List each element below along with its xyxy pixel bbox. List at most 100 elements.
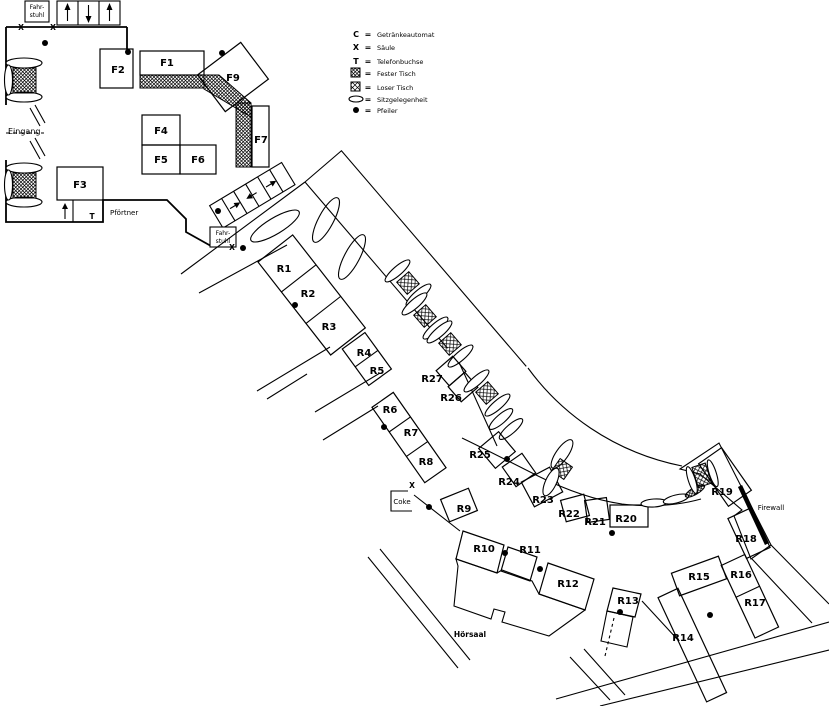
down-arrow-icon xyxy=(85,5,92,23)
rooms-r6-r8 xyxy=(371,391,447,484)
table-group xyxy=(542,439,574,497)
pillar-dot xyxy=(292,302,298,308)
equals-sign: = xyxy=(365,95,372,104)
equals-sign: = xyxy=(365,43,372,52)
room-label-r20: R20 xyxy=(615,514,637,525)
room-label-r12: R12 xyxy=(557,579,579,590)
loose-table xyxy=(475,381,499,405)
rooms-r4-r9: R4 R5 R6 R7 R8 X Coke R9 xyxy=(256,331,479,532)
staircase-top xyxy=(56,0,121,26)
room-f6 xyxy=(179,144,217,175)
firewall-wall xyxy=(737,485,770,545)
f-rooms: F2 F1 F9 F7 F4 F5 F6 F3 T Pförtner xyxy=(56,41,270,222)
wall-line xyxy=(555,621,829,706)
corridor-wall xyxy=(256,346,381,441)
corridor-upper: Fahr- stuhl X xyxy=(180,161,367,294)
pillar-dot xyxy=(240,245,246,251)
bench-oval xyxy=(250,209,300,243)
elevator-top-label-line1: Fahr- xyxy=(30,4,45,11)
room-label-r25: R25 xyxy=(469,450,491,461)
loose-table xyxy=(413,304,437,328)
seat-oval xyxy=(426,320,453,344)
room-r14 xyxy=(657,587,728,703)
room-label-r9: R9 xyxy=(457,504,472,515)
pillar-dot xyxy=(502,550,508,556)
seat-oval xyxy=(498,418,524,440)
seat-oval xyxy=(706,459,719,488)
table-group xyxy=(426,320,474,368)
seat-oval xyxy=(384,259,411,283)
legend-label: Fester Tisch xyxy=(377,70,416,78)
pillar-symbol xyxy=(353,107,359,113)
room-label-r6: R6 xyxy=(383,405,398,416)
pillar-dot xyxy=(42,40,48,46)
rooms-r14-r17: R15 R16 R17 R14 xyxy=(657,553,780,703)
up-arrow-icon xyxy=(64,3,71,21)
seat-oval xyxy=(484,393,511,417)
room-label-r23: R23 xyxy=(532,495,554,506)
pillar-dot xyxy=(426,504,432,510)
room-label-r18: R18 xyxy=(735,534,757,545)
central-seating-band: R27 R26 xyxy=(304,149,683,467)
up-arrow-icon xyxy=(106,3,113,21)
room-f3 xyxy=(56,166,104,201)
rooms-r4-r5 xyxy=(341,331,393,387)
pillar-dot xyxy=(537,566,543,572)
wall-line xyxy=(641,600,679,641)
seat-oval xyxy=(550,439,574,469)
room-label-r17: R17 xyxy=(744,598,766,609)
coke-label: Coke xyxy=(393,498,410,506)
wall-line xyxy=(751,544,829,624)
seat-oval xyxy=(463,369,490,393)
room-label-r2: R2 xyxy=(301,289,316,300)
room-r22 xyxy=(559,493,591,523)
seat-oval xyxy=(5,162,43,174)
outer-walls xyxy=(367,544,829,706)
seat-oval xyxy=(447,344,474,368)
loose-table xyxy=(396,271,420,295)
coke-machine-nook: Coke xyxy=(390,490,461,532)
pillar-dot xyxy=(707,612,713,618)
down-arrow-icon xyxy=(246,192,257,199)
dashed-wall xyxy=(604,617,615,657)
equals-sign: = xyxy=(365,30,372,39)
room-r20 xyxy=(609,504,649,528)
room-label-r14: R14 xyxy=(672,633,694,644)
phone-socket-symbol: T xyxy=(353,57,359,66)
legend-label: Säule xyxy=(377,44,395,52)
room-label-r3: R3 xyxy=(322,322,337,333)
loose-table xyxy=(438,332,462,356)
room-label-r10: R10 xyxy=(473,544,495,555)
room-r21 xyxy=(583,496,611,524)
fixed-table-counter xyxy=(139,74,252,168)
up-arrow-icon xyxy=(229,202,241,210)
rooms-r1-r3: R1 R2 R3 xyxy=(257,234,367,356)
legend-label: Getränkeautomat xyxy=(377,31,435,39)
room-label-r4: R4 xyxy=(357,348,372,359)
room-label-f3: F3 xyxy=(73,180,87,191)
pillar-dot xyxy=(617,609,623,615)
band-edge xyxy=(527,367,683,467)
entrance-label: Eingang xyxy=(8,127,40,136)
seat-oval xyxy=(5,57,43,69)
room-label-r27: R27 xyxy=(421,374,443,385)
room-r11 xyxy=(500,546,538,582)
room-label-f6: F6 xyxy=(191,155,205,166)
curved-corridor: R25 R24 R23 R22 R21 R20 xyxy=(461,430,706,528)
room-label-r22: R22 xyxy=(558,509,580,520)
wall-line xyxy=(569,648,626,701)
room-r13-lower xyxy=(600,610,634,648)
room-label-r11: R11 xyxy=(519,545,541,556)
room-r19 xyxy=(697,446,753,508)
table-group xyxy=(384,259,432,307)
legend-label: Pfeiler xyxy=(377,107,398,115)
legend-label: Sitzgelegenheit xyxy=(377,96,428,104)
staircase-diagonal xyxy=(208,161,296,229)
seat-oval xyxy=(401,292,428,316)
pillar-x-mark: X xyxy=(18,23,24,32)
pillar-x-mark: X xyxy=(409,481,415,490)
pillar-x-mark: X xyxy=(229,243,235,252)
firewall-label: Firewall xyxy=(758,504,784,512)
